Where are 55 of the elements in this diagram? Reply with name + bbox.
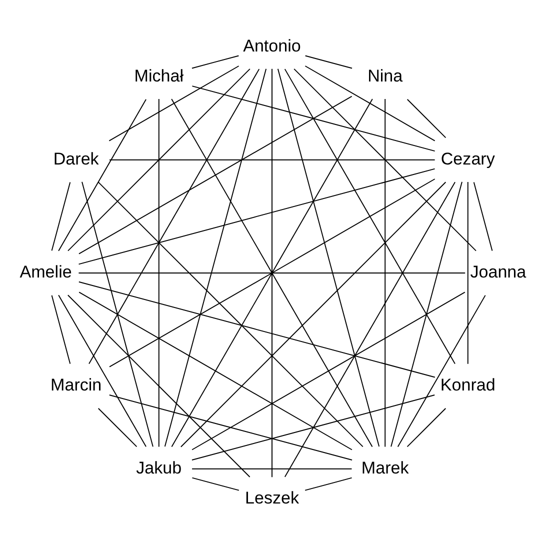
connector [108,66,240,142]
connector [192,477,240,491]
connector [397,294,486,448]
node-text: Nina [368,66,403,86]
connector [82,181,154,448]
connector [164,68,267,447]
node-text: Konrad [440,376,496,395]
connector [67,294,250,478]
connector [277,68,380,447]
node-text: Antonio [243,36,301,56]
connector [68,68,250,252]
connector [78,292,352,450]
connector [78,272,466,274]
connector [390,181,462,448]
connector [294,68,476,252]
connector [191,394,436,461]
connector [304,55,352,69]
node-text: Marek [361,458,409,478]
connector [58,98,147,252]
connector [98,181,364,448]
connector [158,98,160,448]
connector [78,281,436,378]
connector [180,182,446,448]
connector [473,182,493,252]
connector [109,159,436,160]
connector [51,294,71,364]
node-text: Joanna [470,262,526,282]
connector [304,477,352,491]
connector [109,178,436,368]
connector [467,182,468,364]
connector [108,394,353,461]
connector [406,98,446,138]
connector [192,86,436,152]
node-text: Cezary [440,149,495,168]
connector [78,168,436,265]
connector [58,294,147,448]
connector [304,66,436,142]
connector [384,98,386,448]
connector [284,68,456,364]
node-text: Marcin [50,376,102,395]
connector [88,68,260,364]
connector [192,468,352,470]
connector [51,182,71,252]
connector [98,408,138,448]
node-text: Amelie [20,262,72,282]
connector [192,292,466,450]
connector [171,98,373,448]
connector [406,408,446,448]
node-text: Jakub [136,458,182,478]
connector [78,96,352,254]
node-text: Darek [53,149,99,168]
node-text: Leszek [244,488,300,508]
node-text: Michał [134,66,184,86]
connector [192,55,240,69]
connector [284,182,456,478]
